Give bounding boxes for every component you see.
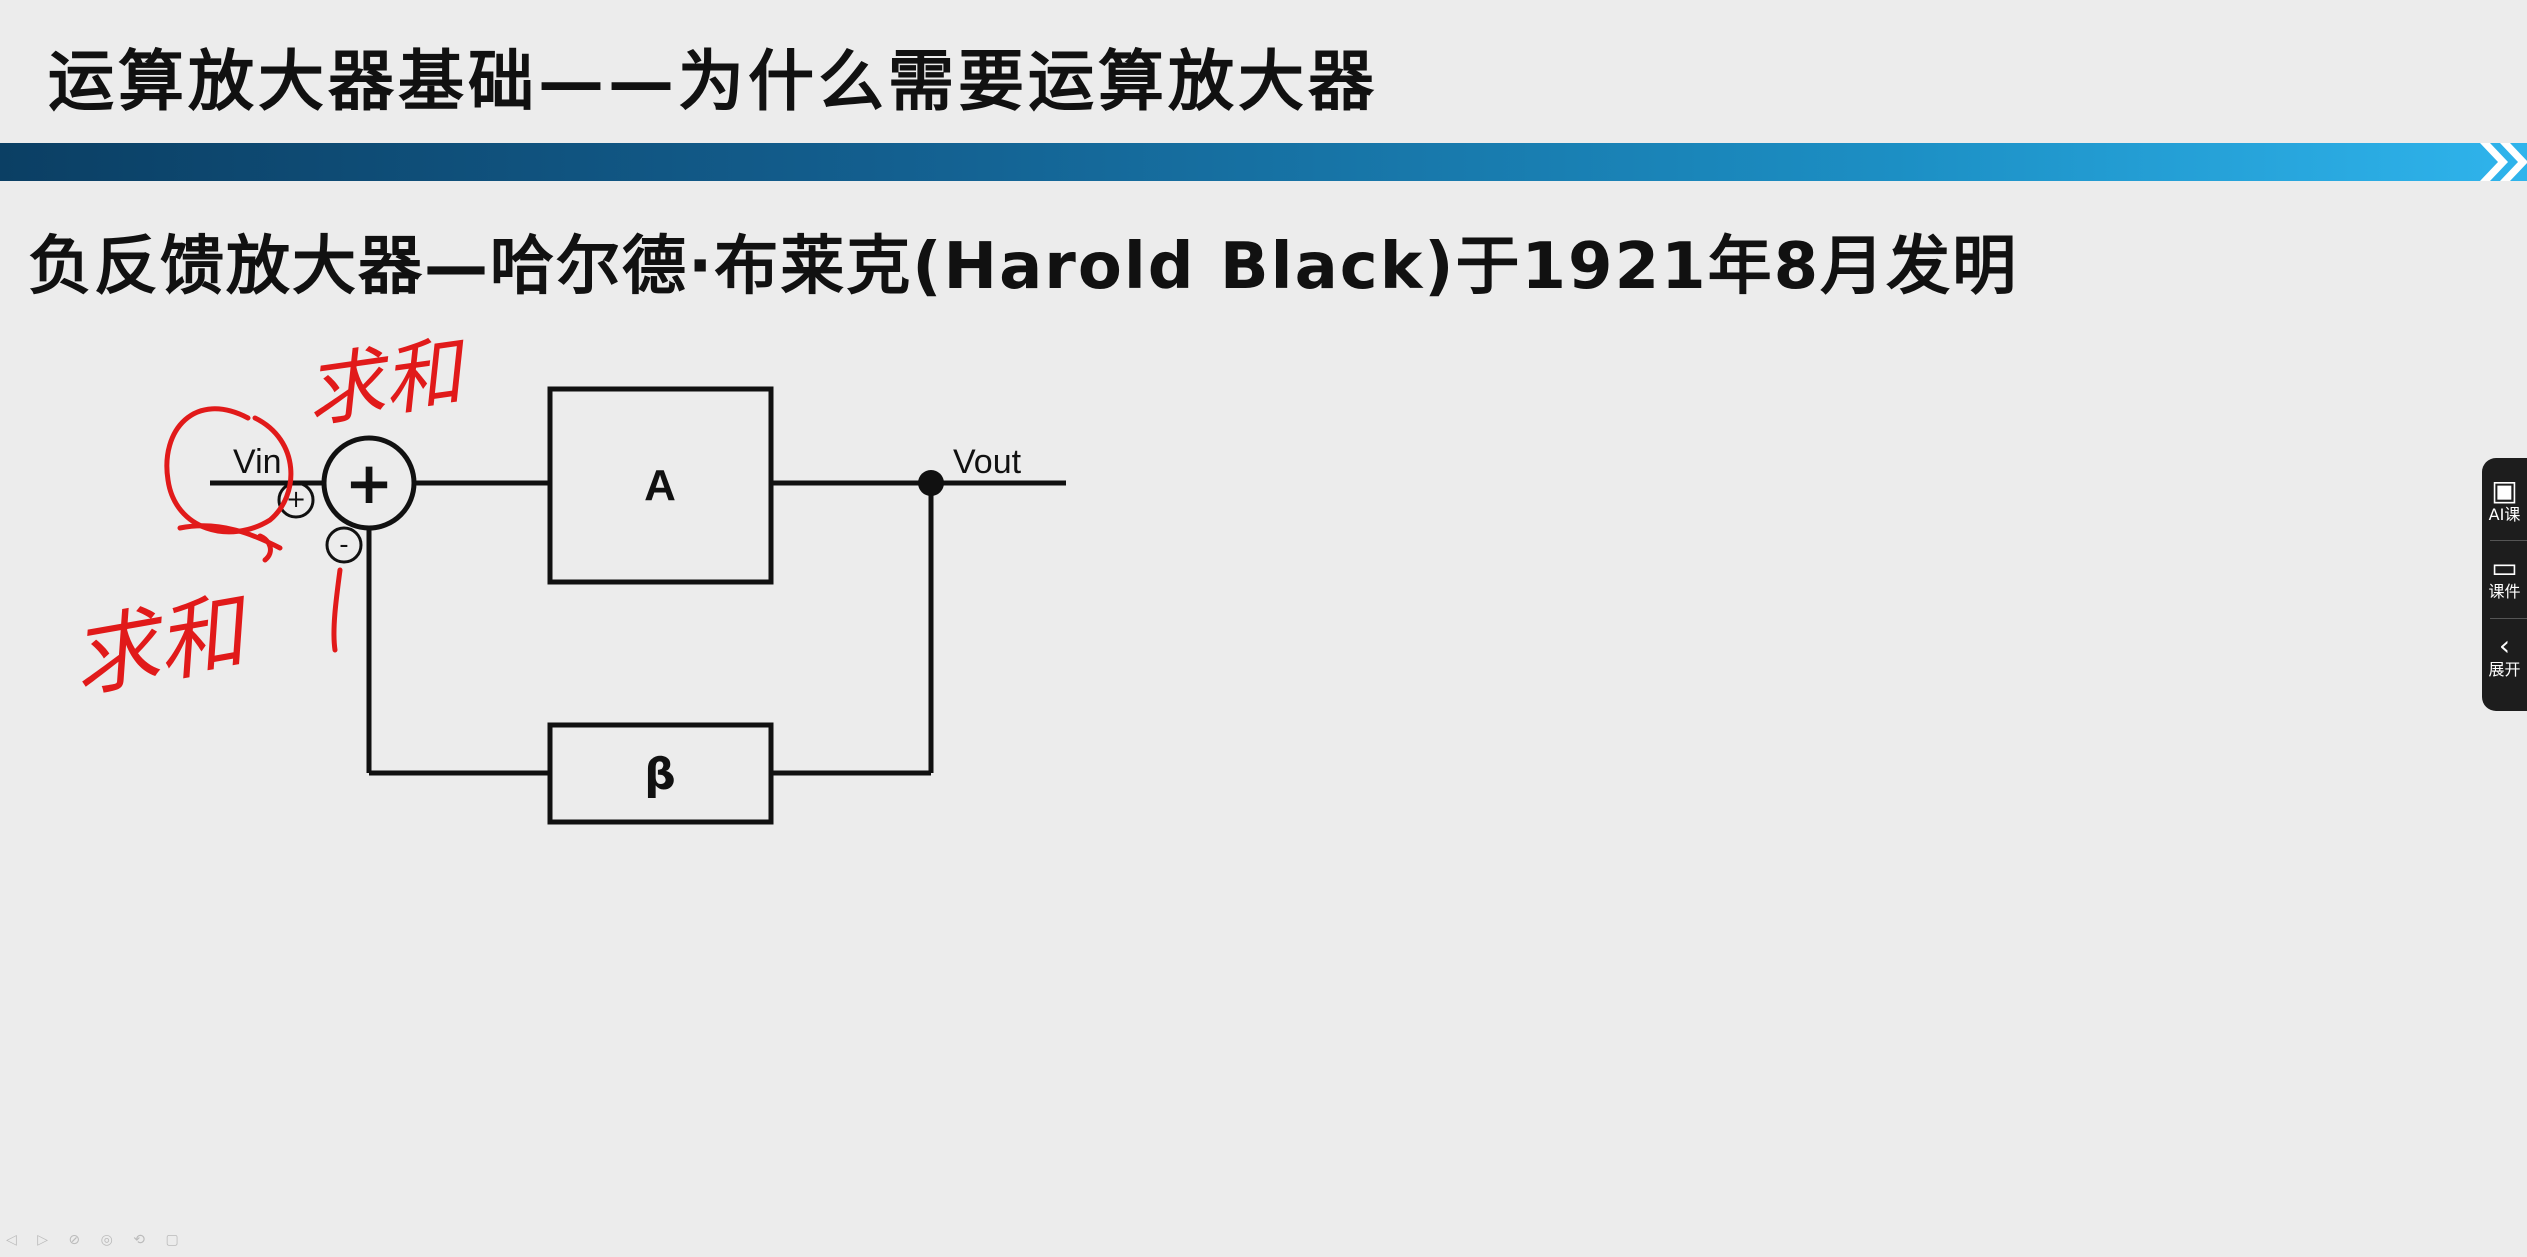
side-panel: ▣ AI课 ▭ 课件 ‹ 展开 [2482, 458, 2527, 711]
side-divider [2490, 540, 2527, 541]
handwritten-annotations [164, 406, 343, 653]
side-divider-2 [2490, 618, 2527, 619]
headline: 负反馈放大器—哈尔德·布莱克(Harold Black)于1921年8月发明 [28, 230, 2019, 304]
side-item-courseware[interactable]: ▭ 课件 [2482, 553, 2527, 601]
minus-sign: - [339, 530, 348, 560]
chevron-left-icon: ‹ [2498, 629, 2511, 662]
title-banner [0, 143, 2527, 181]
summer-symbol: + [345, 449, 394, 517]
side-item-expand[interactable]: ‹ 展开 [2482, 631, 2527, 679]
block-beta-label: β [644, 749, 676, 800]
book-icon: ▭ [2491, 551, 2518, 584]
plus-sign: + [286, 485, 306, 513]
output-node [918, 470, 944, 496]
annotation-tick [331, 567, 343, 653]
block-a-label: A [644, 461, 676, 510]
minus-sign-circle [325, 526, 363, 564]
slide-title: 运算放大器基础——为什么需要运算放大器 [48, 42, 1378, 120]
vout-label: Vout [953, 443, 1022, 481]
annotation-hook [257, 533, 273, 563]
side-item-expand-label: 展开 [2488, 661, 2521, 679]
block-a [547, 386, 774, 585]
side-item-ai-label: AI课 [2488, 506, 2521, 524]
vin-label: Vin [233, 443, 282, 481]
annotation-left-note: 求和 [64, 581, 259, 711]
plus-sign-circle [277, 481, 315, 519]
ai-icon: ▣ [2491, 474, 2518, 507]
slide-toolbar[interactable]: ◁ ▷ ⊘ ◎ ⟲ ▢ [6, 1232, 187, 1248]
banner-chevron-icon [2480, 143, 2508, 181]
annotation-top-note: 求和 [300, 327, 475, 439]
side-item-courseware-label: 课件 [2488, 583, 2521, 601]
side-item-ai[interactable]: ▣ AI课 [2482, 476, 2527, 524]
block-beta [547, 722, 774, 825]
banner-chevron-icon-2 [2500, 143, 2527, 181]
summer-circle [321, 435, 417, 531]
